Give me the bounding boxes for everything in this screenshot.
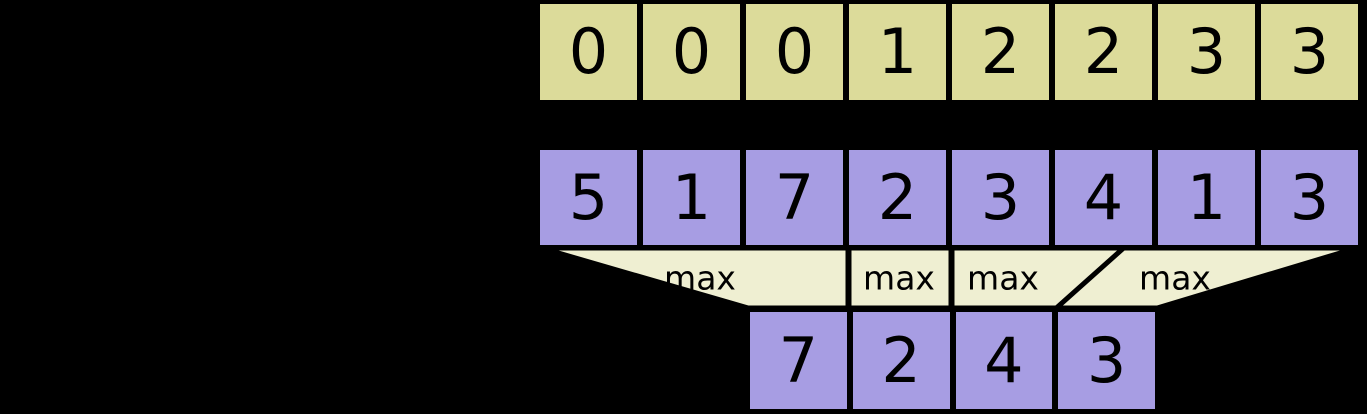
max-label-1: max [664, 259, 736, 298]
value-cell: 1 [1155, 147, 1258, 248]
max-funnel-3 [951, 247, 1125, 309]
pooled-output-row: 7 2 4 3 [747, 309, 1158, 412]
value-cell: 7 [743, 147, 846, 248]
value-cell: 2 [846, 147, 949, 248]
max-label-4: max [1139, 259, 1211, 298]
output-cell: 2 [849, 309, 953, 412]
value-cell: 4 [1052, 147, 1155, 248]
max-label-2: max [863, 259, 935, 298]
max-funnel-2 [848, 247, 952, 309]
index-cell: 0 [743, 1, 846, 103]
max-operator-band: max max max max [0, 246, 1367, 310]
value-cell: 1 [640, 147, 743, 248]
value-cell: 5 [537, 147, 640, 248]
max-funnel-1 [547, 247, 849, 309]
index-cell: 0 [640, 1, 743, 103]
index-cell: 2 [949, 1, 1052, 103]
index-cell: 0 [537, 1, 640, 103]
value-cell: 3 [949, 147, 1052, 248]
input-value-row: 5 1 7 2 3 4 1 3 [537, 147, 1361, 248]
index-cell: 2 [1052, 1, 1155, 103]
max-label-3: max [967, 259, 1039, 298]
index-cell: 1 [846, 1, 949, 103]
pooled-index-row: 0 0 0 1 2 2 3 3 [537, 1, 1361, 103]
output-cell: 4 [952, 309, 1056, 412]
max-funnel-4 [1055, 247, 1351, 309]
value-cell: 3 [1258, 147, 1361, 248]
index-cell: 3 [1155, 1, 1258, 103]
output-cell: 3 [1055, 309, 1158, 412]
index-cell: 3 [1258, 1, 1361, 103]
output-cell: 7 [747, 309, 850, 412]
